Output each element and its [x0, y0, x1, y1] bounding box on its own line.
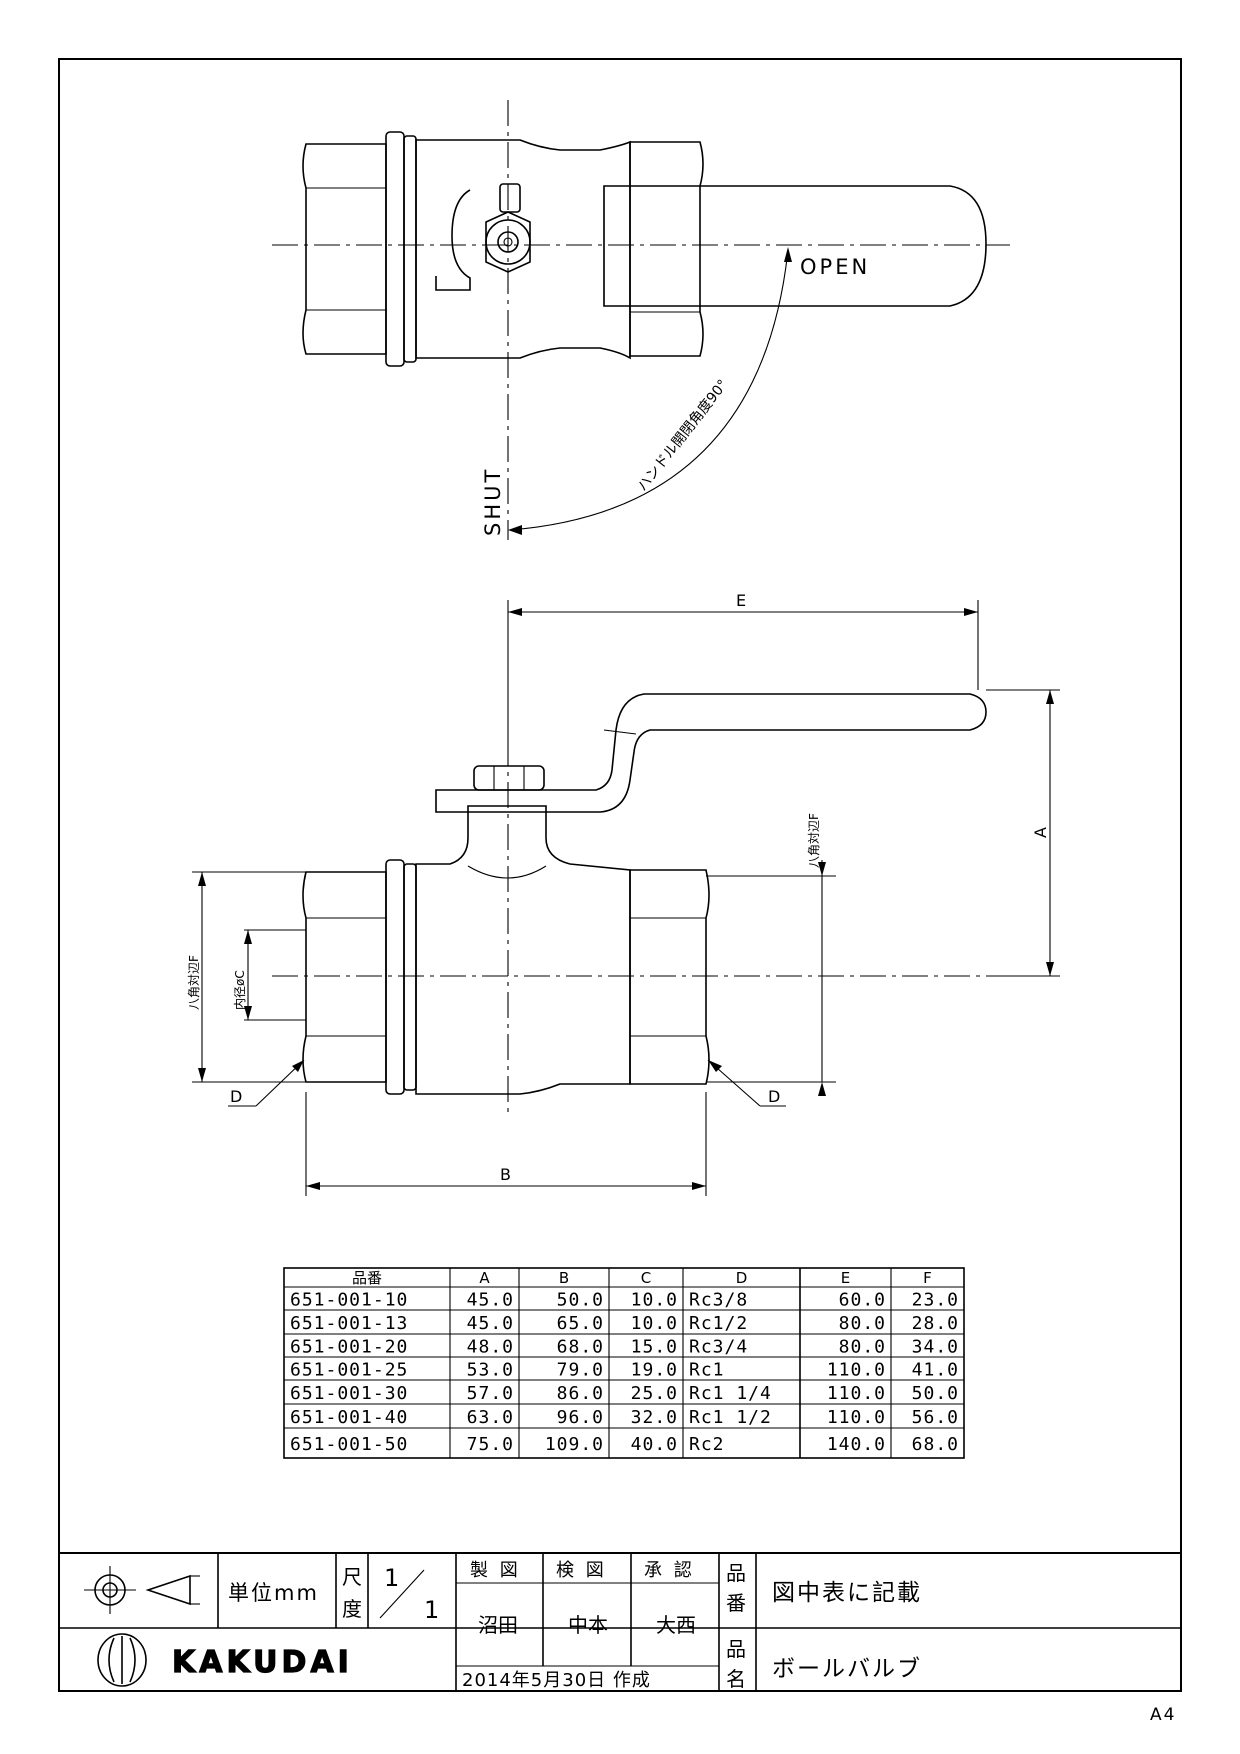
- table-cell-b: 86.0: [557, 1383, 604, 1404]
- table-cell-a: 75.0: [467, 1434, 514, 1455]
- table-header-d: D: [736, 1269, 748, 1287]
- oct-label-left: 八角対辺F: [187, 955, 201, 1010]
- table-cell-e: 110.0: [827, 1407, 886, 1428]
- dim-b-label: B: [500, 1165, 511, 1184]
- table-header-c: C: [641, 1269, 651, 1287]
- table-cell-part-number: 651-001-13: [290, 1313, 408, 1334]
- table-cell-a: 57.0: [467, 1383, 514, 1404]
- scale-label-2: 度: [342, 1597, 362, 1621]
- table-cell-d: Rc2: [689, 1434, 725, 1455]
- table-cell-a: 53.0: [467, 1360, 514, 1381]
- scale-label-1: 尺: [342, 1565, 362, 1589]
- approved-by-name: 大西: [656, 1613, 696, 1637]
- dim-e-label: E: [736, 591, 746, 610]
- table-cell-c: 32.0: [631, 1407, 678, 1428]
- table-cell-d: Rc1 1/4: [689, 1383, 772, 1404]
- open-label: OPEN: [800, 255, 870, 279]
- part-name-label-1: 品: [726, 1637, 746, 1661]
- table-cell-c: 19.0: [631, 1360, 678, 1381]
- table-header-a: A: [479, 1269, 490, 1287]
- table-cell-f: 41.0: [912, 1360, 959, 1381]
- table-cell-e: 80.0: [839, 1337, 886, 1358]
- table-cell-f: 34.0: [912, 1337, 959, 1358]
- table-cell-a: 45.0: [467, 1313, 514, 1334]
- part-name-value: ボールバルブ: [772, 1656, 922, 1682]
- made-by-label: 製 図: [470, 1560, 521, 1581]
- table-cell-part-number: 651-001-30: [290, 1383, 408, 1404]
- approved-label: 承 認: [644, 1560, 695, 1581]
- table-cell-a: 48.0: [467, 1337, 514, 1358]
- table-cell-c: 10.0: [631, 1290, 678, 1311]
- bore-label: 内径øC: [233, 970, 247, 1010]
- table-header-f: F: [923, 1269, 932, 1287]
- checked-by-name: 中本: [568, 1613, 608, 1637]
- scale-numerator: 1: [384, 1564, 399, 1592]
- dim-d-left: D: [230, 1087, 242, 1106]
- table-cell-d: Rc1: [689, 1360, 725, 1381]
- table-cell-a: 63.0: [467, 1407, 514, 1428]
- table-cell-d: Rc1/2: [689, 1313, 748, 1334]
- table-cell-c: 25.0: [631, 1383, 678, 1404]
- table-cell-e: 140.0: [827, 1434, 886, 1455]
- table-header-e: E: [841, 1269, 850, 1287]
- scale-denominator: 1: [424, 1596, 439, 1624]
- table-cell-f: 28.0: [912, 1313, 959, 1334]
- table-cell-c: 10.0: [631, 1313, 678, 1334]
- table-cell-b: 65.0: [557, 1313, 604, 1334]
- oct-label-right: 八角対辺F: [807, 813, 821, 868]
- table-header-b: B: [559, 1269, 569, 1287]
- creation-date: 2014年5月30日 作成: [462, 1670, 651, 1691]
- table-cell-e: 80.0: [839, 1313, 886, 1334]
- table-cell-f: 50.0: [912, 1383, 959, 1404]
- sheet-size: A4: [1150, 1705, 1176, 1725]
- front-view: E A 八角対辺F 八角対辺F 内径øC D: [187, 591, 1060, 1196]
- table-cell-a: 45.0: [467, 1290, 514, 1311]
- table-cell-f: 23.0: [912, 1290, 959, 1311]
- table-cell-b: 50.0: [557, 1290, 604, 1311]
- dim-a-label: A: [1031, 827, 1050, 838]
- company-name: KAKUDAI: [172, 1645, 353, 1680]
- table-cell-f: 68.0: [912, 1434, 959, 1455]
- handle-angle-label: ハンドル開閉角度90°: [635, 377, 732, 495]
- kakudai-logo: KAKUDAI: [97, 1633, 353, 1687]
- unit-label: 単位mm: [228, 1581, 319, 1605]
- table-cell-e: 110.0: [827, 1383, 886, 1404]
- table-cell-part-number: 651-001-50: [290, 1434, 408, 1455]
- table-cell-b: 96.0: [557, 1407, 604, 1428]
- third-angle-projection-icon: [84, 1566, 200, 1614]
- dimension-table: 品番 A B C D E F 651-001-10 45.0 50.0 10.0 Rc3/8 60.0 2…: [283, 1267, 965, 1459]
- table-cell-e: 60.0: [839, 1290, 886, 1311]
- part-no-value: 図中表に記載: [772, 1580, 922, 1606]
- table-cell-d: Rc3/8: [689, 1290, 748, 1311]
- table-cell-e: 110.0: [827, 1360, 886, 1381]
- part-no-label-1: 品: [726, 1561, 746, 1585]
- table-cell-f: 56.0: [912, 1407, 959, 1428]
- table-cell-part-number: 651-001-20: [290, 1337, 408, 1358]
- table-cell-part-number: 651-001-10: [290, 1290, 408, 1311]
- checked-label: 検 図: [556, 1560, 607, 1581]
- table-cell-d: Rc1 1/2: [689, 1407, 772, 1428]
- table-cell-b: 68.0: [557, 1337, 604, 1358]
- shut-label: SHUT: [481, 467, 505, 536]
- top-view: OPEN SHUT ハンドル開閉角度90°: [272, 100, 1010, 540]
- table-cell-d: Rc3/4: [689, 1337, 748, 1358]
- part-name-label-2: 名: [726, 1667, 746, 1691]
- drawing-frame: [58, 58, 1182, 1692]
- table-cell-b: 79.0: [557, 1360, 604, 1381]
- dim-d-right: D: [768, 1087, 780, 1106]
- table-cell-part-number: 651-001-25: [290, 1360, 408, 1381]
- table-cell-c: 15.0: [631, 1337, 678, 1358]
- title-block: 単位mm 尺 度 1 1 製 図 検 図 承 認 沼田 中本 大西 2014年5…: [59, 1552, 1181, 1691]
- table-cell-part-number: 651-001-40: [290, 1407, 408, 1428]
- part-no-label-2: 番: [726, 1591, 746, 1615]
- table-cell-c: 40.0: [631, 1434, 678, 1455]
- table-cell-b: 109.0: [545, 1434, 604, 1455]
- table-header-part-number: 品番: [352, 1269, 382, 1287]
- made-by-name: 沼田: [478, 1613, 518, 1637]
